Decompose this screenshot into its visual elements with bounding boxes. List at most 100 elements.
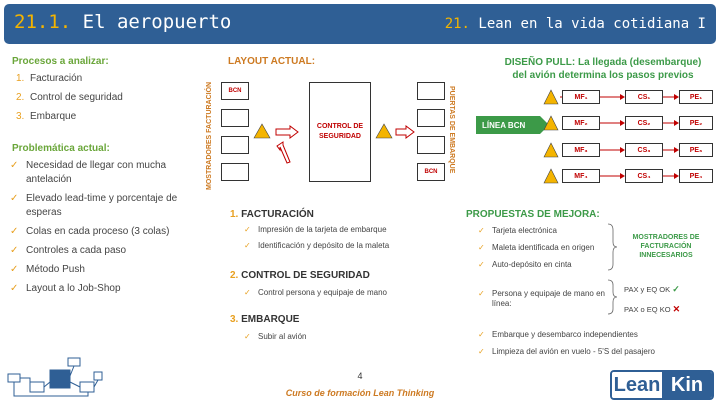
cross-icon: ✕ xyxy=(672,304,681,314)
gate-box xyxy=(417,109,445,127)
pe-box: PE₁ xyxy=(679,90,713,104)
queue-triangle-icon xyxy=(543,142,559,158)
list-item: ✓Tarjeta electrónica xyxy=(478,226,557,235)
problematica-list: ✓Necesidad de llegar con mucha antelació… xyxy=(4,159,190,301)
list-item: ✓Método Push xyxy=(10,264,85,275)
step-3-heading: 3. EMBARQUE xyxy=(230,314,300,325)
list-item: 1.Facturación xyxy=(16,73,83,84)
propuestas-group-1: ✓Tarjeta electrónica ✓Maleta identificad… xyxy=(470,226,620,270)
slide-title: 21.1. El aeropuerto xyxy=(14,11,232,33)
list-item: ✓Persona y equipaje de mano en línea: xyxy=(478,289,605,308)
problematica-title: Problemática actual: xyxy=(12,143,110,154)
check-icon: ✓ xyxy=(244,332,251,341)
check-icon: ✓ xyxy=(10,160,19,171)
arrow-right-icon xyxy=(275,125,299,139)
check-icon: ✓ xyxy=(478,226,485,235)
course-name: Curso de formación Lean Thinking xyxy=(285,388,435,398)
list-item: ✓Maleta identificada en origen xyxy=(478,243,595,252)
queue-triangle-icon xyxy=(543,168,559,184)
list-item: ✓Elevado lead-time y porcentaje de esper… xyxy=(10,193,178,218)
brace-icon xyxy=(607,279,618,315)
pax-ok-label: PAX y EQ OK ✓ xyxy=(624,284,680,294)
list-item: ✓Subir al avión xyxy=(244,332,307,341)
list-item: ✓Auto-depósito en cinta xyxy=(478,260,572,269)
check-icon: ✓ xyxy=(478,243,485,252)
procesos-title: Procesos a analizar: xyxy=(12,56,109,67)
check-icon: ✓ xyxy=(244,225,251,234)
mf-box: MF₂ xyxy=(562,116,600,130)
layout-arrows-left xyxy=(253,123,299,164)
chapter-title: 21. Lean en la vida cotidiana I xyxy=(444,16,706,32)
mostradores-label: MOSTRADORES FACTURACIÓN xyxy=(206,81,213,190)
cs-box: CS₄ xyxy=(625,169,663,183)
arrow-right-icon xyxy=(395,125,415,139)
step-3-list: ✓Subir al avión xyxy=(236,332,436,342)
pull-row-4 xyxy=(543,168,679,184)
check-icon: ✓ xyxy=(244,288,251,297)
list-item: ✓Necesidad de llegar con mucha antelació… xyxy=(10,160,167,185)
check-icon: ✓ xyxy=(10,245,19,256)
cs-box: CS₃ xyxy=(625,143,663,157)
propuestas-title: PROPUESTAS DE MEJORA: xyxy=(466,209,600,220)
check-icon: ✓ xyxy=(244,241,251,250)
pull-row-2 xyxy=(543,115,679,131)
step-1-list: ✓Impresión de la tarjeta de embarque ✓Id… xyxy=(236,225,436,251)
mf-box: MF₄ xyxy=(562,169,600,183)
header-bar: 21.1. El aeropuerto 21. Lean en la vida … xyxy=(4,4,716,44)
queue-triangle-icon xyxy=(543,115,559,131)
page-number: 4 xyxy=(357,371,363,381)
check-icon: ✓ xyxy=(10,193,19,204)
propuestas-group-2: ✓Persona y equipaje de mano en línea: xyxy=(470,289,605,309)
leankin-logo: Lean Kin xyxy=(610,370,714,400)
list-item: ✓Embarque y desembarco independientes xyxy=(478,330,638,339)
control-seguridad-box: CONTROL DE SEGURIDAD xyxy=(309,82,371,182)
layout-actual-title: LAYOUT ACTUAL: xyxy=(228,56,316,67)
gate-bcn: BCN xyxy=(417,163,445,181)
list-item: ✓Impresión de la tarjeta de embarque xyxy=(244,225,387,234)
pull-row-1 xyxy=(543,89,679,105)
check-icon: ✓ xyxy=(478,347,485,356)
pull-row-3 xyxy=(543,142,679,158)
propuestas-group-3: ✓Embarque y desembarco independientes ✓L… xyxy=(470,330,700,357)
check-icon: ✓ xyxy=(10,226,19,237)
puertas-label: PUERTAS DE EMBARQUE xyxy=(448,86,455,174)
check-icon: ✓ xyxy=(10,264,19,275)
check-icon: ✓ xyxy=(478,289,485,298)
brace-icon xyxy=(607,223,618,271)
pull-flow-diagram xyxy=(543,89,679,184)
pe-box: PE₂ xyxy=(679,116,713,130)
counter-box xyxy=(221,163,249,181)
logo-kin: Kin xyxy=(662,372,712,398)
mf-box: MF₁ xyxy=(562,90,600,104)
step-2-list: ✓Control persona y equipaje de mano xyxy=(236,288,436,298)
pax-ko-label: PAX o EQ KO ✕ xyxy=(624,304,681,314)
step-1-heading: 1. FACTURACIÓN xyxy=(230,209,314,220)
check-icon: ✓ xyxy=(672,284,680,294)
process-flow-icon xyxy=(7,357,103,397)
list-item: ✓Colas en cada proceso (3 colas) xyxy=(10,226,170,237)
list-item: ✓Identificación y depósito de la maleta xyxy=(244,241,390,250)
arrow-up-left-icon xyxy=(276,141,291,164)
pe-box: PE₄ xyxy=(679,169,713,183)
diseno-pull-title: DISEÑO PULL: La llegada (desembarque) de… xyxy=(504,57,702,81)
counter-box xyxy=(221,136,249,154)
list-item: ✓Controles a cada paso xyxy=(10,245,127,256)
queue-triangle-icon xyxy=(543,89,559,105)
step-2-heading: 2. CONTROL DE SEGURIDAD xyxy=(230,270,370,281)
mf-box: MF₃ xyxy=(562,143,600,157)
queue-triangle-icon xyxy=(253,123,271,139)
list-item: 3.Embarque xyxy=(16,111,77,122)
pe-box: PE₃ xyxy=(679,143,713,157)
cs-box: CS₂ xyxy=(625,116,663,130)
list-item: ✓Limpieza del avión en vuelo - 5'S del p… xyxy=(478,347,655,356)
list-item: ✓Layout a lo Job-Shop xyxy=(10,283,121,294)
list-item: 2.Control de seguridad xyxy=(16,92,123,103)
gate-box xyxy=(417,82,445,100)
list-item: ✓Control persona y equipaje de mano xyxy=(244,288,387,297)
gate-box xyxy=(417,136,445,154)
check-icon: ✓ xyxy=(478,260,485,269)
check-icon: ✓ xyxy=(10,283,19,294)
counter-bcn: BCN xyxy=(221,82,249,100)
procesos-list: 1.Facturación 2.Control de seguridad 3.E… xyxy=(8,72,188,129)
logo-lean: Lean xyxy=(612,372,662,398)
